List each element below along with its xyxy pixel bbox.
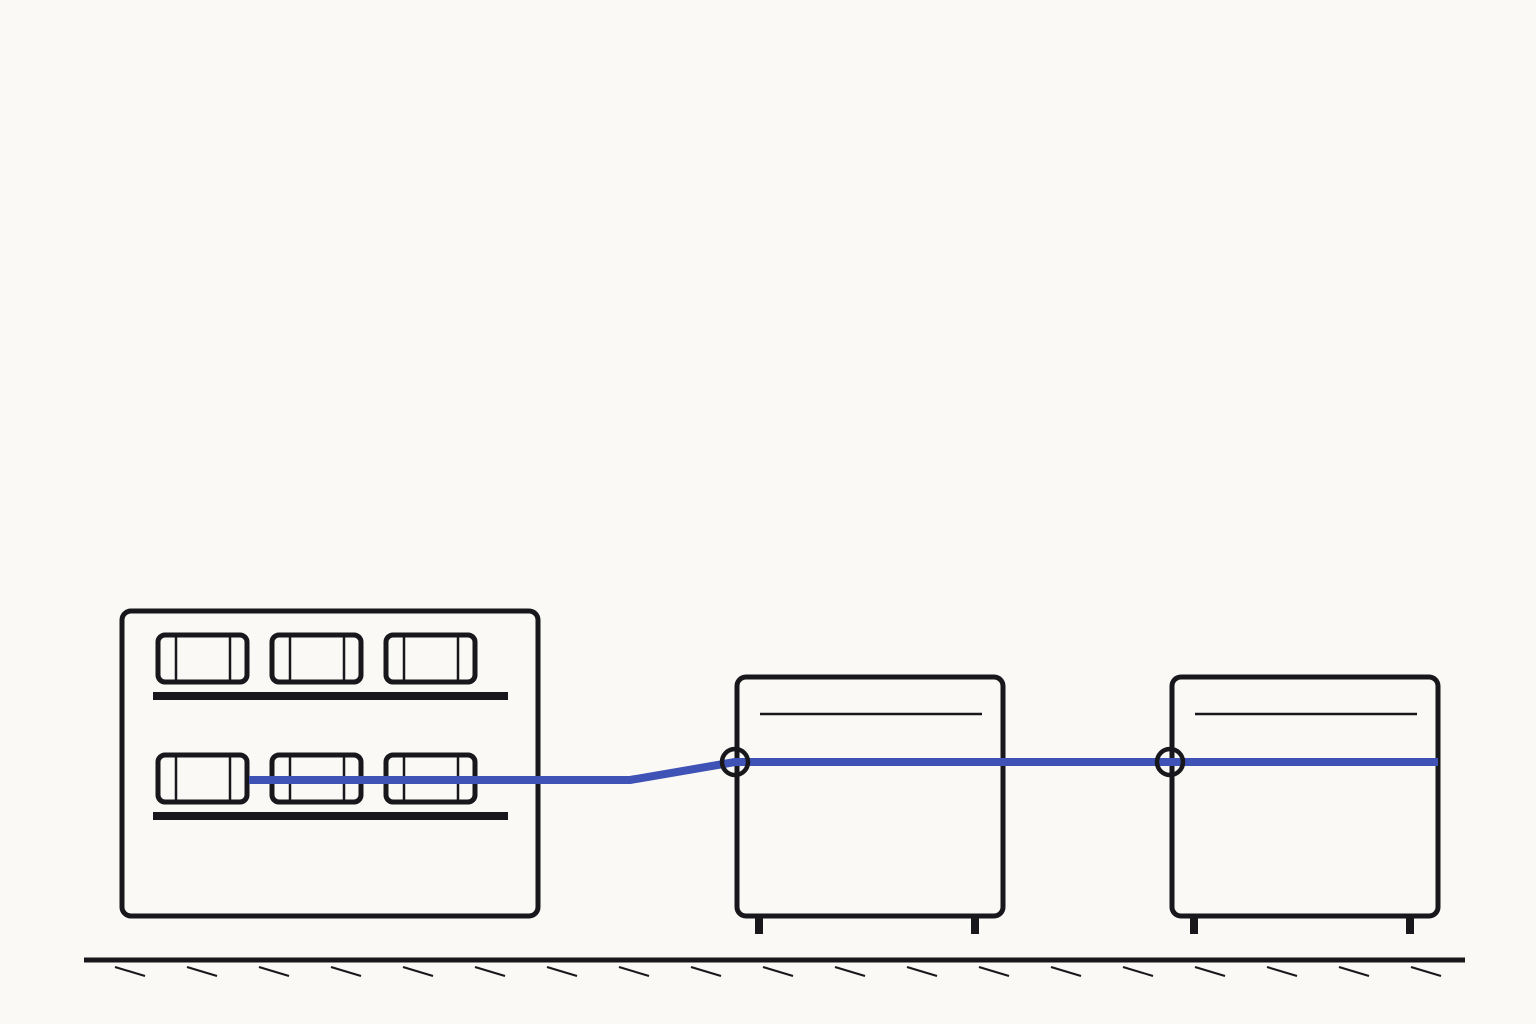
rack-module	[383, 632, 478, 685]
ground-hatch	[114, 966, 1442, 977]
cabinet-body	[1169, 674, 1441, 919]
ground-hatch-mark	[834, 966, 866, 977]
ground-hatch-mark	[906, 966, 938, 977]
ground-hatch-mark	[402, 966, 434, 977]
ground-hatch-mark	[1050, 966, 1082, 977]
connection-wire	[249, 758, 1438, 784]
ground-hatch-mark	[762, 966, 794, 977]
rack-module	[155, 632, 250, 685]
ground	[84, 957, 1465, 977]
ground-hatch-mark	[474, 966, 506, 977]
ground-hatch-mark	[186, 966, 218, 977]
cabinet-2	[1169, 674, 1441, 934]
rack-frame	[119, 608, 541, 919]
ground-hatch-mark	[618, 966, 650, 977]
cabinet-1-connector	[719, 746, 751, 778]
ground-hatch-mark	[1266, 966, 1298, 977]
rack-module	[269, 632, 364, 685]
cabinet-body	[734, 674, 1006, 919]
ground-hatch-mark	[114, 966, 146, 977]
ground-hatch-mark	[1338, 966, 1370, 977]
cabinet-2-connector	[1154, 746, 1186, 778]
rack-row-top	[153, 632, 508, 700]
ground-hatch-mark	[978, 966, 1010, 977]
rack-row-bottom	[153, 752, 508, 820]
ground-hatch-mark	[258, 966, 290, 977]
ground-hatch-mark	[1122, 966, 1154, 977]
ground-hatch-mark	[330, 966, 362, 977]
rack-module	[155, 752, 250, 805]
ground-hatch-mark	[1194, 966, 1226, 977]
ground-hatch-mark	[546, 966, 578, 977]
storage-rack	[119, 608, 541, 919]
cabinet-1	[734, 674, 1006, 934]
ground-hatch-mark	[690, 966, 722, 977]
ground-hatch-mark	[1410, 966, 1442, 977]
